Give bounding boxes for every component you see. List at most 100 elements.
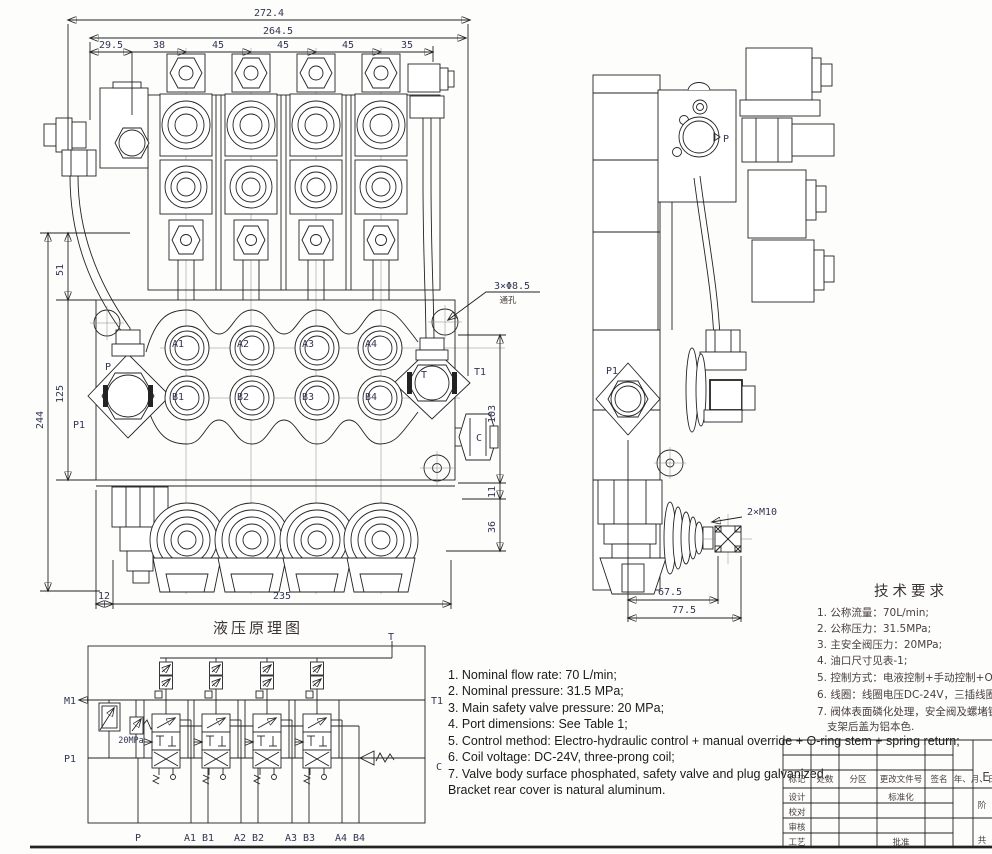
front-view: A1 A2 A3 A4 B1 B2 B3 B4 P T C [35, 8, 540, 609]
note-en-7: 7. Valve body surface phosphated, safety… [448, 767, 827, 781]
hole-note: 3×Φ8.5 [494, 281, 530, 292]
port-label-a2: A2 [237, 339, 249, 350]
note-en-6: 6. Coil voltage: DC-24V, three-prong coi… [448, 750, 675, 764]
tb-standardization: 标准化 [888, 792, 914, 803]
sch-bottom-a3b3: A3 B3 [285, 833, 315, 844]
dims-top [68, 20, 470, 376]
side-dims [628, 440, 741, 622]
hole-note-sub: 通孔 [499, 295, 517, 306]
tb-row-design: 设计 [788, 792, 806, 803]
tb-header-mark: 标记 [788, 774, 806, 785]
sch-bottom-a2b2: A2 B2 [234, 833, 264, 844]
tech-req-2: 2. 公称压力：31.5MPa; [817, 622, 931, 635]
note-en-4: 4. Port dimensions: See Table 1; [448, 717, 628, 731]
tb-row-review: 审核 [788, 822, 806, 833]
sch-bottom-a4b4: A4 B4 [335, 833, 365, 844]
left-end-plate [99, 81, 150, 169]
schematic-title: 液压原理图 [213, 619, 303, 637]
dim-body-width: 264.5 [263, 26, 293, 37]
port-label-a1: A1 [172, 339, 184, 350]
port-label-c: C [476, 433, 482, 444]
sch-label-p1: P1 [64, 754, 76, 765]
right-elbow-fitting [407, 63, 455, 345]
port-label-a4: A4 [365, 339, 377, 350]
dims-right [446, 335, 506, 551]
tech-req-5: 5. 控制方式：电液控制+手动控制+O型阀杆+弹簧复位; [817, 671, 992, 684]
dim-244: 244 [35, 411, 46, 429]
tech-req-4: 4. 油口尺寸见表-1; [817, 654, 907, 667]
sch-bottom-a1b1: A1 B1 [184, 833, 214, 844]
dim-51: 51 [55, 264, 66, 276]
note-en-5: 5. Control method: Electro-hydraulic con… [448, 734, 960, 748]
tb-header-sign: 签名 [930, 774, 947, 785]
side-label-p1: P1 [606, 366, 618, 377]
dim-seg-1: 29.5 [99, 40, 123, 51]
dim-overall-width: 272.4 [254, 8, 284, 19]
p-port-assembly [101, 329, 155, 420]
thread-note: 2×M10 [747, 507, 777, 518]
dim-11: 11 [487, 486, 498, 498]
sch-label-m1: M1 [64, 696, 76, 707]
dim-103: 103 [487, 405, 498, 423]
port-label-b3: B3 [302, 392, 314, 403]
tb-header-zone: 分区 [849, 775, 867, 785]
note-en-1: 1. Nominal flow rate: 70 L/min; [448, 668, 617, 682]
tb-total-partial: 共 [978, 836, 987, 846]
mounting-holes [90, 305, 462, 485]
side-bottom-stack [597, 479, 667, 595]
tb-stage-partial: 阶 [978, 800, 987, 811]
port-label-b1: B1 [172, 392, 184, 403]
side-p1-port [595, 362, 661, 436]
tb-row-process: 工艺 [788, 838, 805, 848]
t-port-assembly [407, 337, 457, 402]
tech-req-1: 1. 公称流量：70L/min; [817, 606, 929, 619]
note-en-8: Bracket rear cover is natural aluminum. [448, 783, 665, 797]
side-tube [693, 175, 721, 341]
dim-seg-2: 38 [153, 40, 165, 51]
sch-check-valve [358, 750, 395, 766]
technical-requirements: 技术要求 1. 公称流量：70L/min; 2. 公称压力：31.5MPa; 3… [817, 583, 992, 733]
dim-235: 235 [273, 591, 291, 602]
tb-row-check: 校对 [788, 807, 806, 818]
tb-header-count: 处数 [816, 774, 834, 785]
side-top-block [657, 82, 737, 203]
sch-pressure: 20MPa [118, 736, 144, 746]
dim-seg-4: 45 [277, 40, 289, 51]
tech-req-7: 7. 阀体表面磷化处理，安全阀及螺堵镀锌, [817, 705, 992, 718]
side-ball-fitting [685, 329, 756, 433]
dim-seg-6: 35 [401, 40, 413, 51]
dims-bottom [96, 490, 451, 609]
sch-label-t: T [388, 632, 394, 643]
hole-callout [448, 291, 540, 320]
side-mounting-hole [654, 447, 686, 479]
side-joystick-bellows [663, 501, 752, 575]
note-en-2: 2. Nominal pressure: 31.5 MPa; [448, 684, 624, 698]
top-plate [147, 94, 441, 291]
label-p1-front: P1 [73, 420, 85, 431]
dim-77-5: 77.5 [672, 605, 696, 616]
hydraulic-schematic: 液压原理图 T M1 T1 P1 C 20MPa P A1 B1 A2 B2 A… [64, 619, 443, 844]
tech-req-6: 6. 线圈：线圈电压DC-24V，三插线圈; [817, 688, 992, 701]
title-block: 标记 处数 分区 更改文件号 签名 年、月、日 设计 校对 审核 工艺 标准化 … [782, 739, 992, 848]
side-view: P P1 [592, 47, 835, 622]
port-label-a3: A3 [302, 339, 314, 350]
sch-main-relief [98, 700, 121, 758]
dim-12: 12 [98, 591, 110, 602]
sch-label-c: C [436, 762, 442, 773]
note-en-3: 3. Main safety valve pressure: 20 MPa; [448, 701, 664, 715]
port-label-t: T [421, 370, 427, 381]
port-label-b4: B4 [365, 392, 377, 403]
side-solenoid-connectors [739, 47, 835, 303]
tb-approval: 批准 [892, 837, 910, 848]
tech-req-8: 支架后盖为铝本色. [827, 720, 914, 733]
english-notes: 1. Nominal flow rate: 70 L/min; 2. Nomin… [448, 668, 960, 797]
dim-seg-5: 45 [342, 40, 354, 51]
tech-req-3: 3. 主安全阀压力：20MPa; [817, 638, 942, 651]
sch-bottom-p: P [135, 833, 141, 844]
port-label-t1: T1 [474, 367, 486, 378]
tb-model-partial: E [982, 770, 990, 784]
dims-left [40, 233, 130, 591]
dim-125: 125 [55, 385, 66, 403]
